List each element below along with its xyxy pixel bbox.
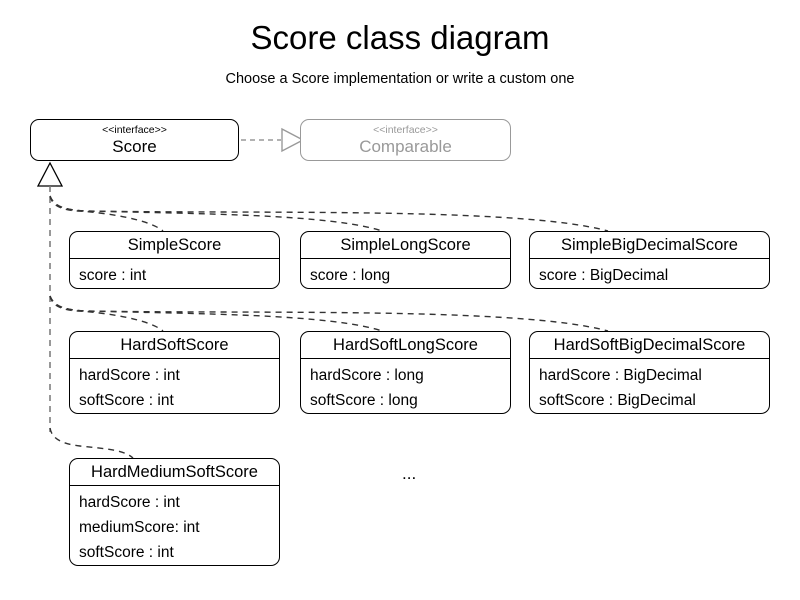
class-name: SimpleBigDecimalScore <box>530 232 769 259</box>
attribute-row: softScore : int <box>79 392 174 409</box>
attribute-row: score : long <box>310 267 391 284</box>
generalization-triangle <box>36 161 64 187</box>
attribute-row: hardScore : long <box>310 367 424 384</box>
attribute-compartment: hardScore : BigDecimal softScore : BigDe… <box>530 359 769 413</box>
attribute-row: hardScore : int <box>79 367 180 384</box>
attribute-row: score : BigDecimal <box>539 267 669 284</box>
class-node-hard-medium-soft-score[interactable]: HardMediumSoftScore hardScore : int medi… <box>69 458 280 566</box>
attribute-compartment: hardScore : int mediumScore: int softSco… <box>70 486 279 565</box>
inheritance-branch-hard-soft-score <box>49 295 164 332</box>
class-name: SimpleLongScore <box>301 232 510 259</box>
class-node-simple-long-score[interactable]: SimpleLongScore score : long <box>300 231 511 289</box>
class-name: HardSoftLongScore <box>301 332 510 359</box>
class-node-simple-score[interactable]: SimpleScore score : int <box>69 231 280 289</box>
attribute-row: hardScore : BigDecimal <box>539 367 702 384</box>
attribute-compartment: score : long <box>301 259 510 288</box>
inheritance-branch-simple-score <box>49 195 164 232</box>
attribute-row: softScore : int <box>79 544 174 561</box>
class-node-hard-soft-long-score[interactable]: HardSoftLongScore hardScore : long softS… <box>300 331 511 414</box>
inheritance-branch-hard-soft-big-decimal-score <box>49 295 609 332</box>
inheritance-branch-hard-soft-long-score <box>49 295 383 332</box>
attribute-row: score : int <box>79 267 147 284</box>
attribute-row: softScore : long <box>310 392 418 409</box>
node-header: <<interface>> Comparable <box>301 120 510 157</box>
stereotype-label: <<interface>> <box>373 124 438 136</box>
more-classes-ellipsis: ... <box>402 464 417 483</box>
attribute-compartment: score : BigDecimal <box>530 259 769 288</box>
page-subtitle: Choose a Score implementation or write a… <box>225 71 575 87</box>
class-node-simple-big-decimal-score[interactable]: SimpleBigDecimalScore score : BigDecimal <box>529 231 770 289</box>
class-node-hard-soft-score[interactable]: HardSoftScore hardScore : int softScore … <box>69 331 280 414</box>
page-title: Score class diagram <box>250 19 550 56</box>
stereotype-label: <<interface>> <box>102 124 167 136</box>
inheritance-branch-hard-medium-soft-score <box>49 427 134 459</box>
node-title: Comparable <box>359 137 452 156</box>
attribute-compartment: hardScore : int softScore : int <box>70 359 279 413</box>
class-node-hard-soft-big-decimal-score[interactable]: HardSoftBigDecimalScore hardScore : BigD… <box>529 331 770 414</box>
class-name: HardSoftBigDecimalScore <box>530 332 769 359</box>
class-name: HardMediumSoftScore <box>70 459 279 486</box>
attribute-row: softScore : BigDecimal <box>539 392 696 409</box>
node-title: Score <box>112 137 157 156</box>
node-header: <<interface>> Score <box>31 120 238 157</box>
realization-score-to-comparable <box>241 127 305 153</box>
attribute-compartment: score : int <box>70 259 279 288</box>
interface-node-comparable[interactable]: <<interface>> Comparable <box>300 119 511 161</box>
class-name: SimpleScore <box>70 232 279 259</box>
class-name: HardSoftScore <box>70 332 279 359</box>
attribute-row: mediumScore: int <box>79 519 200 536</box>
attribute-compartment: hardScore : long softScore : long <box>301 359 510 413</box>
inheritance-branch-simple-long-score <box>49 195 383 232</box>
attribute-row: hardScore : int <box>79 494 180 511</box>
interface-node-score[interactable]: <<interface>> Score <box>30 119 239 161</box>
inheritance-branch-simple-big-decimal-score <box>49 195 609 232</box>
